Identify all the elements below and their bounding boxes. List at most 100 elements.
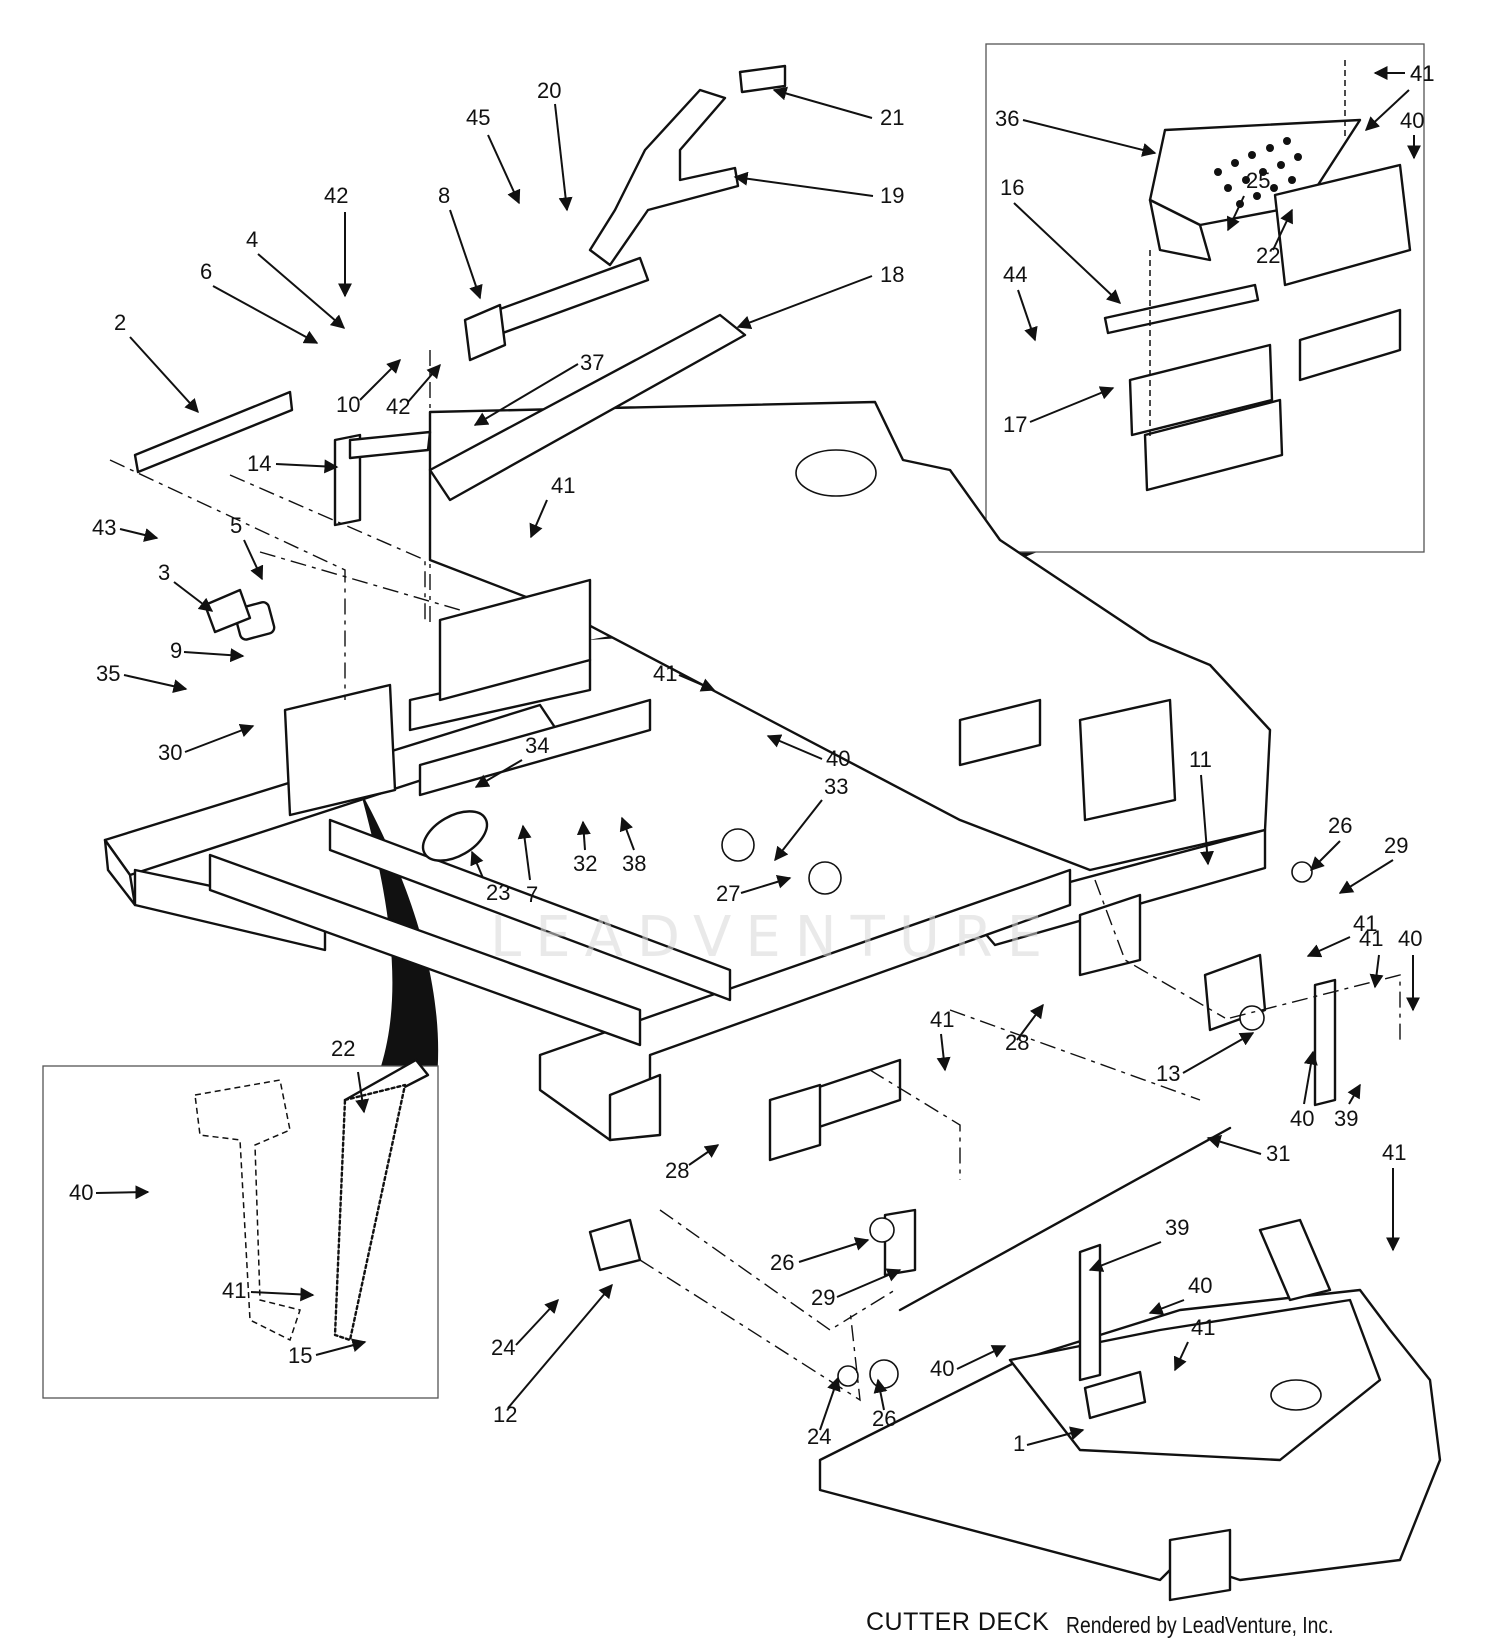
- callout-leader-line: [688, 1144, 720, 1166]
- callout-leader-line: [250, 1287, 315, 1302]
- callout-leader-line: [1306, 936, 1351, 958]
- alignment-dashes: [109, 350, 1401, 1402]
- upper-inset-contents: [1103, 60, 1412, 492]
- lift-lever-assembly: [133, 64, 787, 527]
- callout-number: 44: [1003, 262, 1027, 287]
- callout-c7: 7: [517, 824, 538, 907]
- callout-leader-line: [359, 359, 401, 401]
- callout-leader-line: [1029, 386, 1115, 423]
- callout-c24a: 24: [491, 1298, 559, 1360]
- callout-c22b: 22: [331, 1036, 370, 1114]
- callout-c15: 15: [288, 1338, 367, 1368]
- callout-leader-line: [355, 1071, 370, 1114]
- lower-inset-contents: [194, 1058, 430, 1342]
- diagram-caption: CUTTER DECK: [866, 1608, 1050, 1636]
- callout-c42a: 42: [324, 183, 352, 298]
- callout-number: 41: [1191, 1315, 1215, 1340]
- callout-number: 3: [158, 560, 170, 585]
- callout-c21: 21: [772, 86, 904, 130]
- callout-leader-line: [819, 1376, 841, 1431]
- callout-leader-line: [1088, 1241, 1162, 1272]
- callout-number: 41: [551, 473, 575, 498]
- callout-leader-line: [315, 1338, 367, 1356]
- callout-leader-line: [1182, 1032, 1255, 1074]
- callout-c25: 25: [1227, 168, 1270, 232]
- callout-number: 24: [491, 1335, 515, 1360]
- callout-c36: 36: [995, 106, 1157, 157]
- callout-c37: 37: [473, 350, 604, 426]
- callout-number: 6: [200, 259, 212, 284]
- callout-leader-line: [772, 86, 873, 119]
- callout-leader-line: [515, 1298, 559, 1346]
- callout-number: 40: [1188, 1273, 1212, 1298]
- callout-c10: 10: [336, 359, 401, 417]
- callout-number: 40: [1398, 926, 1422, 951]
- callout-c29b: 29: [811, 1268, 902, 1310]
- callout-number: 35: [96, 661, 120, 686]
- callout-number: 16: [1000, 175, 1024, 200]
- callout-c4: 4: [246, 227, 346, 329]
- callout-leader-line: [766, 734, 823, 760]
- callout-number: 36: [995, 106, 1019, 131]
- callout-leader-line: [956, 1345, 1007, 1370]
- callout-c26c: 26: [872, 1378, 896, 1431]
- watermark-text: LEADVENTURE: [490, 905, 1057, 970]
- callout-number: 42: [324, 183, 348, 208]
- callout-number: 7: [526, 882, 538, 907]
- callout-c24b: 24: [807, 1376, 841, 1449]
- callout-c40b: 40: [1398, 926, 1422, 1012]
- callout-leader-line: [1338, 859, 1394, 894]
- callout-number: 39: [1334, 1106, 1358, 1131]
- callout-number: 41: [222, 1278, 246, 1303]
- callout-leader-line: [517, 824, 532, 881]
- callout-number: 41: [930, 1007, 954, 1032]
- callout-leader-line: [487, 134, 521, 205]
- callout-c8: 8: [438, 183, 483, 300]
- callout-c30: 30: [158, 723, 255, 765]
- components: [203, 588, 1337, 1420]
- callout-c29a: 29: [1338, 833, 1408, 894]
- callout-number: 45: [466, 105, 490, 130]
- callout-number: 11: [1189, 747, 1212, 772]
- callout-c23: 23: [470, 850, 510, 905]
- callout-c16: 16: [1000, 175, 1122, 304]
- callout-c32: 32: [573, 820, 597, 876]
- callout-number: 39: [1165, 1215, 1189, 1240]
- callout-number: 10: [336, 392, 360, 417]
- callout-number: 8: [438, 183, 450, 208]
- callout-number: 41: [1410, 61, 1434, 86]
- callout-leader-line: [1013, 202, 1122, 304]
- callout-c40c: 40: [1290, 1050, 1318, 1131]
- callout-leader-line: [576, 820, 591, 851]
- callout-number: 22: [1256, 243, 1280, 268]
- callout-c41d: 41: [1359, 926, 1384, 989]
- callout-leader-line: [733, 171, 874, 197]
- callout-c45: 45: [466, 105, 521, 205]
- callout-number: 13: [1156, 1061, 1180, 1086]
- callout-c41f: 41: [1382, 1140, 1406, 1252]
- callout-leader-line: [1206, 1134, 1262, 1155]
- rendered-by-credit: Rendered by LeadVenture, Inc.: [1066, 1612, 1334, 1638]
- callout-number: 1: [1013, 1431, 1025, 1456]
- callout-number: 41: [653, 661, 677, 686]
- callout-number: 9: [170, 638, 182, 663]
- callout-leader-line: [873, 1378, 888, 1411]
- callout-number: 26: [1328, 813, 1352, 838]
- callout-leader-line: [678, 674, 716, 692]
- callout-leader-line: [836, 1268, 902, 1298]
- callout-c17: 17: [1003, 386, 1115, 437]
- callout-c19: 19: [733, 171, 904, 208]
- callout-number: 12: [493, 1402, 517, 1427]
- cutter-deck: [818, 1218, 1442, 1602]
- callout-number: 32: [573, 851, 597, 876]
- callout-c26a: 26: [1310, 813, 1352, 871]
- callout-number: 29: [811, 1285, 835, 1310]
- callout-c26b: 26: [770, 1237, 870, 1275]
- callout-leader-line: [95, 1185, 150, 1200]
- callout-c40g: 40: [69, 1180, 150, 1205]
- callout-leader-line: [184, 723, 255, 753]
- callout-c41c: 41: [1306, 911, 1377, 958]
- callout-number: 40: [69, 1180, 93, 1205]
